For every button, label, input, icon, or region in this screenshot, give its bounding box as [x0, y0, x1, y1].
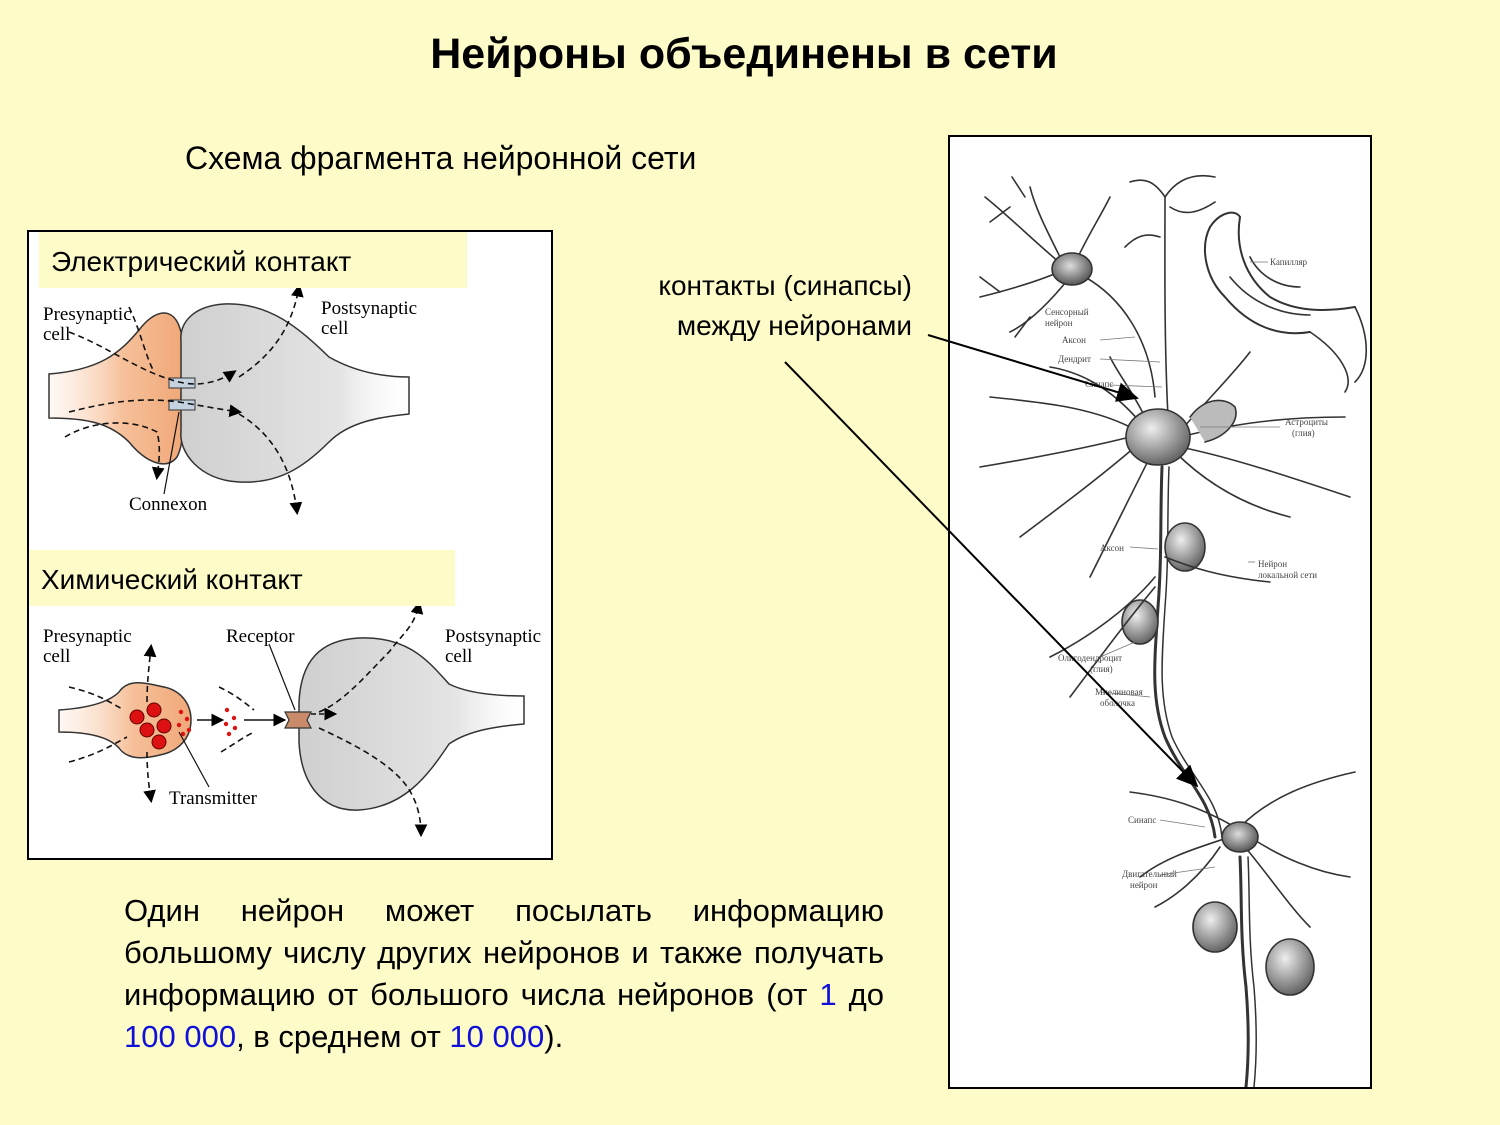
chemical-synapse-diagram: Presynaptic cell Receptor Postsynaptic c…	[43, 600, 541, 838]
text-part-4: ).	[544, 1019, 564, 1054]
capillary-label: Капилляр	[1270, 257, 1308, 267]
oligodendrocyte-1	[1164, 522, 1206, 572]
synapse-label-2: Синапс	[1128, 815, 1156, 825]
synapse-callout-line1: контакты (синапсы)	[658, 270, 912, 301]
transmitter-label: Transmitter	[169, 788, 258, 809]
number-max: 100 000	[124, 1019, 237, 1054]
released-transmitter-dots	[176, 707, 238, 737]
oligodendrocyte-label-1: Олигодендроцит	[1058, 653, 1122, 663]
callout-arrow-upper-synapse	[927, 334, 1139, 402]
astrocytes-label-1: Астроциты	[1285, 417, 1328, 427]
connexon-label: Connexon	[129, 494, 208, 515]
chemical-presynaptic-label-1: Presynaptic	[43, 626, 132, 647]
number-min: 1	[819, 977, 837, 1012]
connexon-channel-bottom	[168, 399, 196, 411]
electrical-presynaptic-label-1: Presynaptic	[43, 304, 132, 325]
main-neurite	[1124, 175, 1216, 418]
callout-arrow-lower-synapse	[784, 361, 1199, 788]
receptor-label: Receptor	[226, 626, 295, 647]
text-part-2: до	[836, 977, 884, 1012]
electrical-postsynaptic-label-1: Postsynaptic	[321, 298, 417, 319]
neuron-connectivity-text: Один нейрон может посылать информацию бо…	[124, 890, 884, 1058]
motor-neuron-label-1: Двигательный	[1122, 869, 1177, 879]
myelin-label-1: Миелиновая	[1095, 687, 1143, 697]
astrocytes	[979, 351, 1351, 578]
sensory-neuron-label-1: Сенсорный	[1045, 307, 1089, 317]
chemical-contact-heading: Химический контакт	[29, 550, 455, 606]
local-neuron-label-2: локальной сети	[1258, 570, 1317, 580]
chemical-postsynaptic-label-2: cell	[445, 646, 472, 667]
motor-neuron-label-2: нейрон	[1130, 880, 1158, 890]
electrical-presynaptic-label-2: cell	[43, 324, 70, 345]
electrical-postsynaptic-label-2: cell	[321, 318, 348, 339]
diagram-subtitle: Схема фрагмента нейронной сети	[185, 140, 697, 176]
synapse-schemes-figure: Presynaptic cell Postsynaptic cell Conne…	[43, 283, 541, 838]
synapse-label-1: Синапс	[1085, 379, 1113, 389]
electrical-contact-heading: Электрический контакт	[39, 232, 467, 288]
oligodendrocyte-3	[1192, 901, 1238, 953]
axon-label-1: Аксон	[1062, 335, 1086, 345]
oligodendrocyte-label-2: (глия)	[1090, 664, 1113, 674]
motor-neuron	[1129, 771, 1356, 1087]
synapse-callout: контакты (синапсы) между нейронами	[560, 266, 912, 346]
electrical-synapse-diagram: Presynaptic cell Postsynaptic cell Conne…	[43, 283, 417, 516]
neuron-network-illustration: Капилляр Сенсорный нейрон Аксон Дендрит …	[979, 175, 1368, 1087]
oligodendrocyte-2	[1121, 599, 1159, 645]
axon-label-2: Аксон	[1100, 543, 1124, 553]
capillary	[1204, 211, 1368, 393]
sensory-neuron-label-2: нейрон	[1045, 318, 1073, 328]
chemical-postsynaptic-cell	[298, 637, 525, 811]
chemical-presynaptic-label-2: cell	[43, 646, 70, 667]
chemical-postsynaptic-label-1: Postsynaptic	[445, 626, 541, 647]
local-network-neuron	[1049, 556, 1271, 698]
local-neuron-label-1: Нейрон	[1258, 559, 1287, 569]
synaptic-vesicles	[129, 702, 172, 750]
neuron-network-panel: Капилляр Сенсорный нейрон Аксон Дендрит …	[948, 135, 1372, 1089]
astrocytes-label-2: (глия)	[1292, 428, 1315, 438]
synapse-callout-line2: между нейронами	[676, 310, 912, 341]
dendrite-label: Дендрит	[1058, 354, 1091, 364]
text-part-1: Один нейрон может посылать информацию бо…	[124, 893, 884, 1012]
text-part-3: , в среднем от	[236, 1019, 450, 1054]
page-title: Нейроны объединены в сети	[430, 30, 1058, 78]
synapse-types-panel: Presynaptic cell Postsynaptic cell Conne…	[27, 230, 553, 860]
number-average: 10 000	[449, 1019, 545, 1054]
electrical-postsynaptic-cell	[180, 303, 410, 483]
receptor-channel	[284, 711, 312, 729]
oligodendrocyte-4	[1265, 938, 1315, 996]
